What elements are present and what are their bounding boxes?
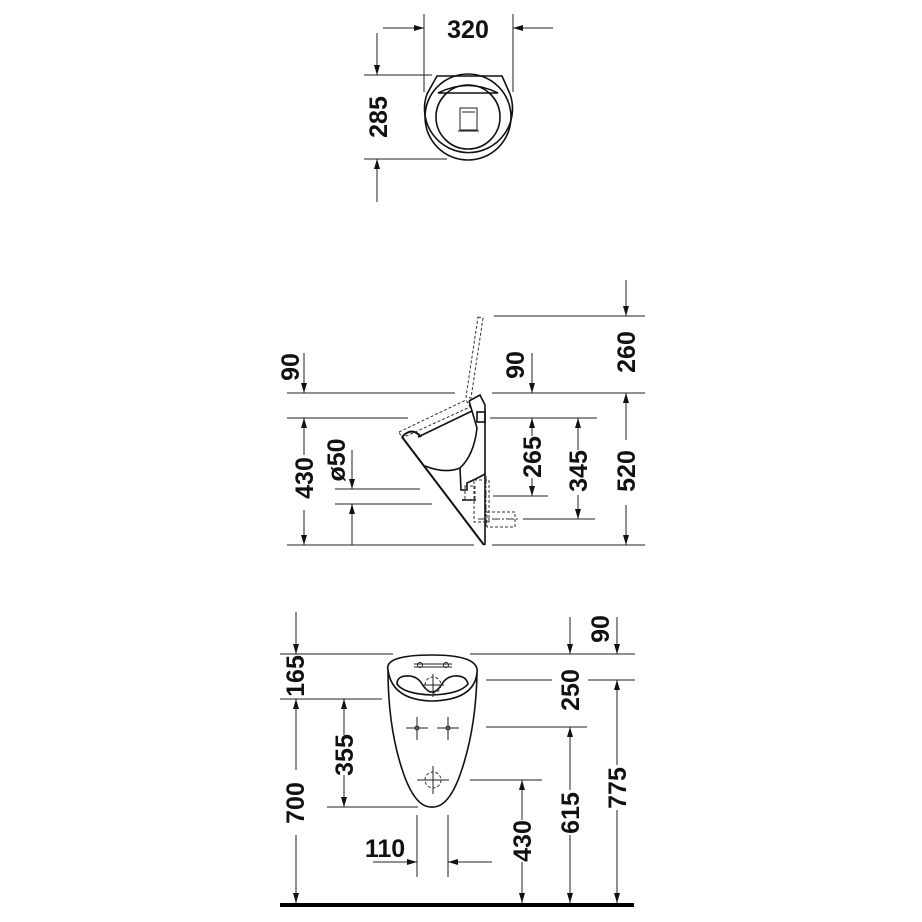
- side-lid-offset-right-dimension: 90: [502, 351, 530, 379]
- front-right-offset-dimension: 90: [587, 615, 615, 643]
- front-top-clearance-dimension: 165: [282, 655, 310, 697]
- side-lid-open-height-dimension: 260: [613, 331, 641, 373]
- side-lid-offset-left-dimension: 90: [277, 353, 305, 381]
- front-bowl-to-bottom-dimension: 355: [331, 734, 359, 776]
- front-rim-depth-dimension: 250: [557, 669, 585, 711]
- side-body-height-dimension: 430: [291, 457, 319, 499]
- front-bottom-height-dimension: 700: [282, 782, 310, 824]
- side-inlet-to-outlet-dimension: 265: [519, 436, 547, 478]
- side-outlet-diameter-dimension: ø50: [323, 438, 351, 481]
- side-view: 90 430 ø50 90 265 345 260 520: [277, 280, 645, 546]
- top-depth-dimension: 285: [365, 96, 393, 138]
- front-rim-height-dimension: 775: [604, 767, 632, 809]
- side-top-to-outlet-axis-dimension: 345: [565, 450, 593, 492]
- front-outlet-width-dimension: 110: [365, 835, 405, 863]
- front-outlet-height-dimension: 430: [509, 820, 537, 862]
- side-total-height-dimension: 520: [613, 450, 641, 492]
- front-fixing-height-dimension: 615: [557, 792, 585, 834]
- top-view: 320 285: [364, 14, 553, 202]
- front-view: 165 700 355 110 90 250 430 615 775: [280, 612, 635, 907]
- top-width-dimension: 320: [447, 16, 489, 44]
- urinal-side-profile: [398, 316, 518, 546]
- urinal-front-outline: [387, 654, 478, 808]
